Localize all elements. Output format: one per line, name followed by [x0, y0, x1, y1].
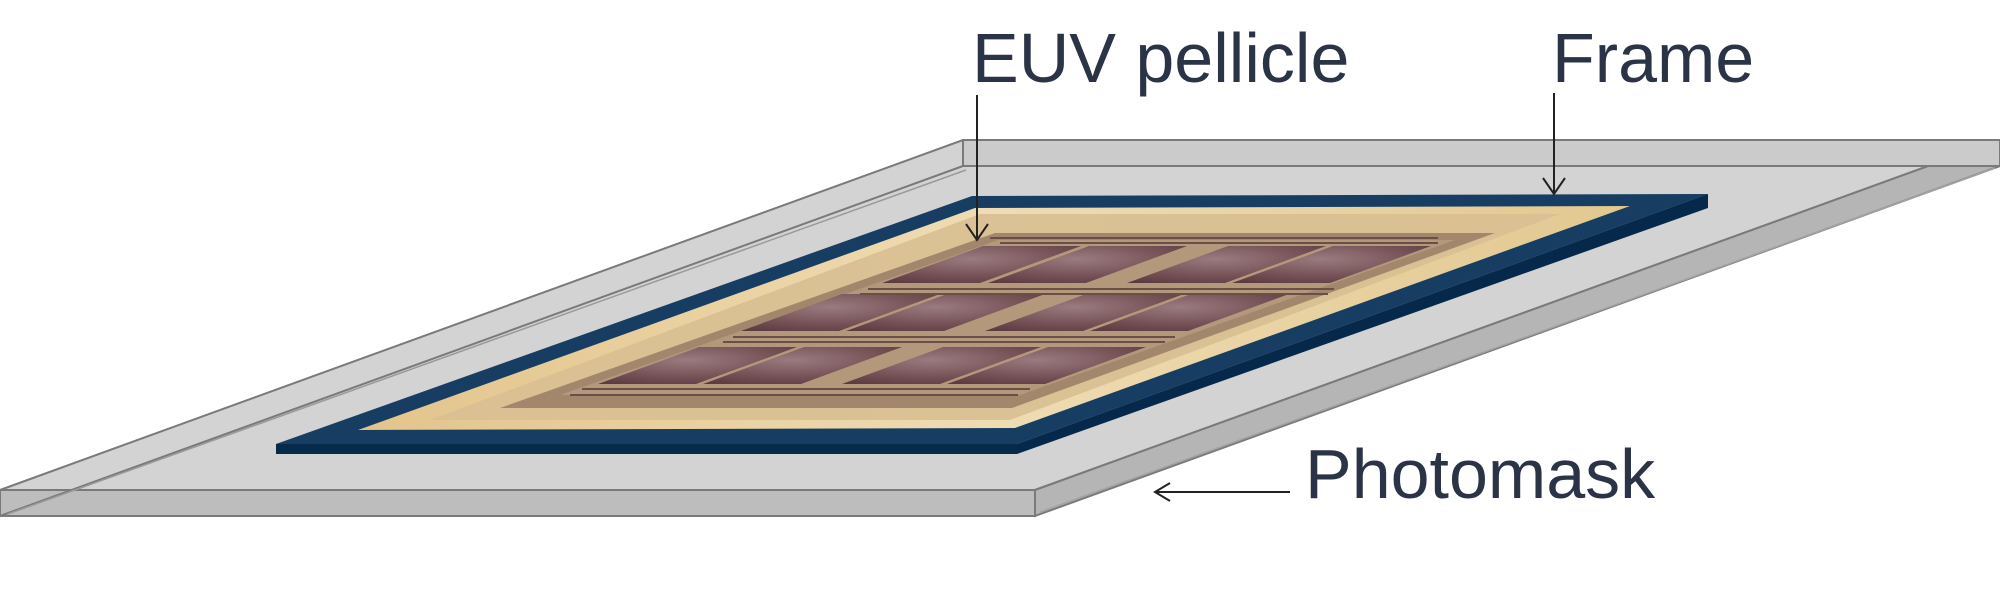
frame-front-face — [276, 444, 1017, 454]
frame-right-face — [1017, 194, 1708, 454]
die — [703, 347, 902, 384]
photomask-back-face — [962, 139, 2000, 167]
die — [1090, 294, 1289, 331]
photomask-right-face — [1034, 138, 2000, 518]
die — [988, 246, 1187, 283]
die-pattern — [570, 237, 1438, 396]
photomask-left-edge-inner2 — [7, 169, 967, 515]
die — [846, 294, 1045, 331]
photomask-right-inner-edge — [1039, 167, 1996, 513]
arrow-photomask — [1153, 482, 1290, 502]
die — [842, 347, 1041, 384]
label-photomask: Photomask — [1305, 435, 1656, 513]
die — [1127, 246, 1326, 283]
label-frame: Frame — [1552, 19, 1754, 97]
die — [1232, 246, 1431, 283]
die — [882, 246, 1081, 283]
label-euv-pellicle: EUV pellicle — [972, 19, 1349, 97]
die — [985, 294, 1184, 331]
photomask-front-face — [0, 489, 1036, 517]
arrow-euv-pellicle — [965, 95, 989, 242]
die — [598, 347, 797, 384]
die — [947, 347, 1146, 384]
arrow-frame — [1542, 93, 1566, 196]
die — [741, 294, 940, 331]
photomask-left-edge-inner — [0, 165, 964, 517]
